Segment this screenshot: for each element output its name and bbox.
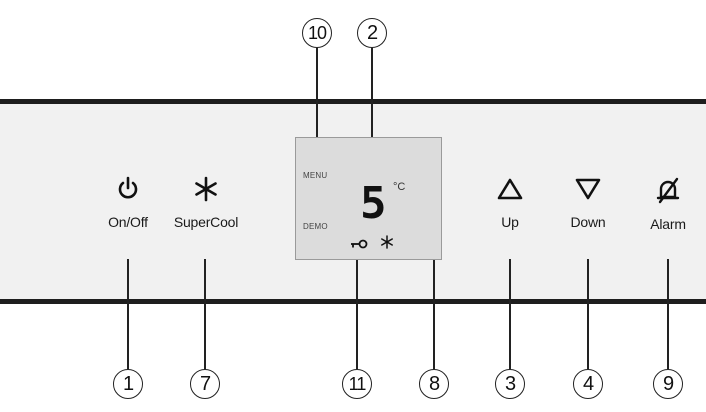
callout-9: 9 xyxy=(653,369,683,399)
callout-7: 7 xyxy=(190,369,220,399)
snowflake-icon xyxy=(195,176,217,202)
panel-bottom-rail xyxy=(0,299,706,304)
callout-1: 1 xyxy=(113,369,143,399)
power-icon xyxy=(118,176,138,199)
lcd-display: MENU DEMO 5 °C xyxy=(295,137,442,260)
panel-top-rail xyxy=(0,99,706,104)
leader-line-9 xyxy=(667,259,669,369)
leader-line-7 xyxy=(204,259,206,369)
callout-10: 10 xyxy=(302,18,332,48)
alarm-button[interactable]: Alarm xyxy=(640,176,696,232)
up-button[interactable]: Up xyxy=(485,176,535,230)
leader-line-11 xyxy=(356,258,358,369)
menu-indicator: MENU xyxy=(303,171,328,180)
alarm-label: Alarm xyxy=(650,216,686,232)
leader-line-2 xyxy=(371,48,373,160)
supercool-label: SuperCool xyxy=(173,214,239,230)
temperature-unit: °C xyxy=(393,181,406,193)
callout-11: 11 xyxy=(342,369,372,399)
up-label: Up xyxy=(501,214,519,230)
onoff-button[interactable]: On/Off xyxy=(98,176,158,230)
callout-8: 8 xyxy=(419,369,449,399)
triangle-up-icon xyxy=(497,178,523,200)
snowflake-icon xyxy=(381,235,393,249)
down-label: Down xyxy=(570,214,606,230)
key-icon xyxy=(351,239,368,249)
triangle-down-icon xyxy=(575,178,601,200)
leader-line-8-vertical xyxy=(433,240,435,369)
leader-line-3 xyxy=(509,259,511,369)
alarm-off-icon xyxy=(656,177,680,204)
callout-4: 4 xyxy=(573,369,603,399)
demo-indicator: DEMO xyxy=(303,222,328,231)
temperature-readout: 5 xyxy=(360,178,387,229)
supercool-button[interactable]: SuperCool xyxy=(166,176,246,230)
leader-line-10 xyxy=(316,48,318,163)
leader-line-4 xyxy=(587,259,589,369)
leader-line-1 xyxy=(127,259,129,369)
callout-2: 2 xyxy=(357,18,387,48)
onoff-label: On/Off xyxy=(108,214,148,230)
callout-3: 3 xyxy=(495,369,525,399)
down-button[interactable]: Down xyxy=(563,176,613,230)
